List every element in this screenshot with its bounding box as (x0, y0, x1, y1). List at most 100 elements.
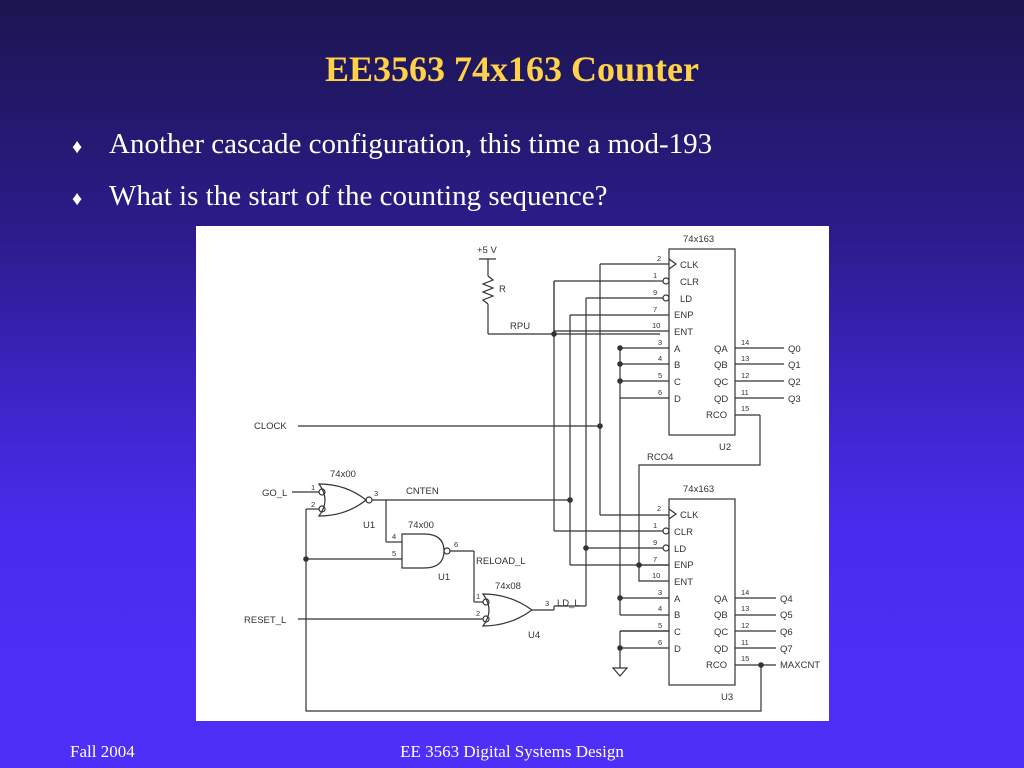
pin-number-label: 6 (454, 540, 458, 549)
go-label: GO_L (262, 488, 287, 499)
bullet-item: ♦ Another cascade configuration, this ti… (72, 128, 712, 163)
diamond-icon: ♦ (72, 136, 83, 158)
pin-number-label: 1 (653, 521, 657, 530)
pin-number-label: 10 (652, 571, 660, 580)
reload-label: RELOAD_L (476, 556, 526, 567)
pin-number-label: 4 (658, 354, 662, 363)
pin-number-label: 2 (311, 500, 315, 509)
pin-name-label: A (674, 344, 681, 355)
net-label: Q6 (780, 627, 793, 638)
pin-name-label: ENP (674, 310, 694, 321)
chip-ref-label: U2 (719, 442, 731, 453)
chip-ref-label: U3 (721, 692, 733, 703)
pin-number-label: 3 (374, 489, 378, 498)
gate-type-label: 74x00 (330, 469, 356, 480)
pin-name-label: QC (714, 627, 728, 638)
pin-number-label: 3 (545, 599, 549, 608)
pin-number-label: 14 (741, 338, 749, 347)
rco4-label: RCO4 (647, 452, 673, 463)
pin-number-label: 11 (741, 388, 749, 397)
pin-name-label: C (674, 377, 681, 388)
pin-number-label: 6 (658, 638, 662, 647)
schematic-figure: +5 V R RPU 74x163 CLK CLR LD ENP ENT A B… (196, 226, 829, 721)
pin-name-label: LD (680, 294, 692, 305)
nand-gate-u1a: 74x00 U1 1 2 3 (311, 469, 378, 531)
gate-ref-label: U1 (438, 572, 450, 583)
chip-u3: 74x163 CLK CLR LD ENP ENT A B C D QA QB … (570, 484, 820, 703)
net-label: Q7 (780, 644, 793, 655)
pin-number-label: 3 (658, 338, 662, 347)
pin-number-label: 12 (741, 371, 749, 380)
pin-name-label: ENP (674, 560, 694, 571)
pin-name-label: QD (714, 394, 728, 405)
pin-name-label: RCO (706, 660, 727, 671)
pin-number-label: 14 (741, 588, 749, 597)
pin-number-label: 5 (392, 549, 396, 558)
supply-label: +5 V (477, 245, 497, 256)
maxcnt-label: MAXCNT (780, 660, 820, 671)
net-label: Q4 (780, 594, 793, 605)
pin-number-label: 5 (658, 621, 662, 630)
ld-label: LD_L (557, 598, 580, 609)
pin-number-label: 1 (653, 271, 657, 280)
resistor-label: R (499, 284, 506, 295)
pin-name-label: QC (714, 377, 728, 388)
counter-schematic: +5 V R RPU 74x163 CLK CLR LD ENP ENT A B… (244, 234, 820, 712)
pin-name-label: CLR (680, 277, 699, 288)
pin-number-label: 13 (741, 354, 749, 363)
pin-name-label: A (674, 594, 681, 605)
bullet-text: What is the start of the counting sequen… (109, 180, 608, 212)
net-label: Q2 (788, 377, 801, 388)
gate-ref-label: U4 (528, 630, 540, 641)
pin-number-label: 7 (653, 305, 657, 314)
pin-number-label: 7 (653, 555, 657, 564)
pin-number-label: 4 (658, 604, 662, 613)
net-label: Q3 (788, 394, 801, 405)
pin-number-label: 6 (658, 388, 662, 397)
chip-type-label: 74x163 (683, 484, 714, 495)
pin-number-label: 2 (657, 254, 661, 263)
bullet-list: ♦ Another cascade configuration, this ti… (72, 128, 712, 232)
pin-name-label: LD (674, 544, 686, 555)
pin-number-label: 10 (652, 321, 660, 330)
net-label: Q5 (780, 610, 793, 621)
pin-number-label: 9 (653, 288, 657, 297)
gate-u4: 74x08 U4 1 2 3 (476, 581, 549, 641)
pin-number-label: 13 (741, 604, 749, 613)
nand-gate-u1b: 74x00 U1 4 5 6 (392, 520, 458, 583)
net-label: Q0 (788, 344, 801, 355)
reset-label: RESET_L (244, 615, 286, 626)
pin-name-label: CLK (680, 260, 699, 271)
clock-label: CLOCK (254, 421, 287, 432)
footer-date: Fall 2004 (70, 742, 135, 761)
pull-up-resistor: +5 V R RPU (477, 245, 660, 337)
footer-course: EE 3563 Digital Systems Design (400, 742, 624, 761)
pin-name-label: ENT (674, 327, 693, 338)
pin-name-label: RCO (706, 410, 727, 421)
pin-name-label: B (674, 360, 680, 371)
pin-name-label: ENT (674, 577, 693, 588)
pin-number-label: 2 (476, 609, 480, 618)
pin-number-label: 1 (476, 592, 480, 601)
pin-number-label: 11 (741, 638, 749, 647)
pin-name-label: QA (714, 344, 728, 355)
net-label: Q1 (788, 360, 801, 371)
pin-name-label: C (674, 627, 681, 638)
pin-name-label: CLR (674, 527, 693, 538)
pin-number-label: 15 (741, 654, 749, 663)
pin-name-label: D (674, 394, 681, 405)
slide-title: EE3563 74x163 Counter (324, 49, 699, 89)
pin-number-label: 1 (311, 483, 315, 492)
diamond-icon: ♦ (72, 188, 83, 210)
pin-name-label: CLK (680, 510, 699, 521)
pin-number-label: 4 (392, 532, 396, 541)
pin-name-label: QD (714, 644, 728, 655)
bullet-text: Another cascade configuration, this time… (109, 128, 713, 160)
cnten-label: CNTEN (406, 486, 439, 497)
pin-number-label: 9 (653, 538, 657, 547)
gate-ref-label: U1 (363, 520, 375, 531)
pin-number-label: 12 (741, 621, 749, 630)
pin-number-label: 15 (741, 404, 749, 413)
gate-type-label: 74x00 (408, 520, 434, 531)
gate-type-label: 74x08 (495, 581, 521, 592)
